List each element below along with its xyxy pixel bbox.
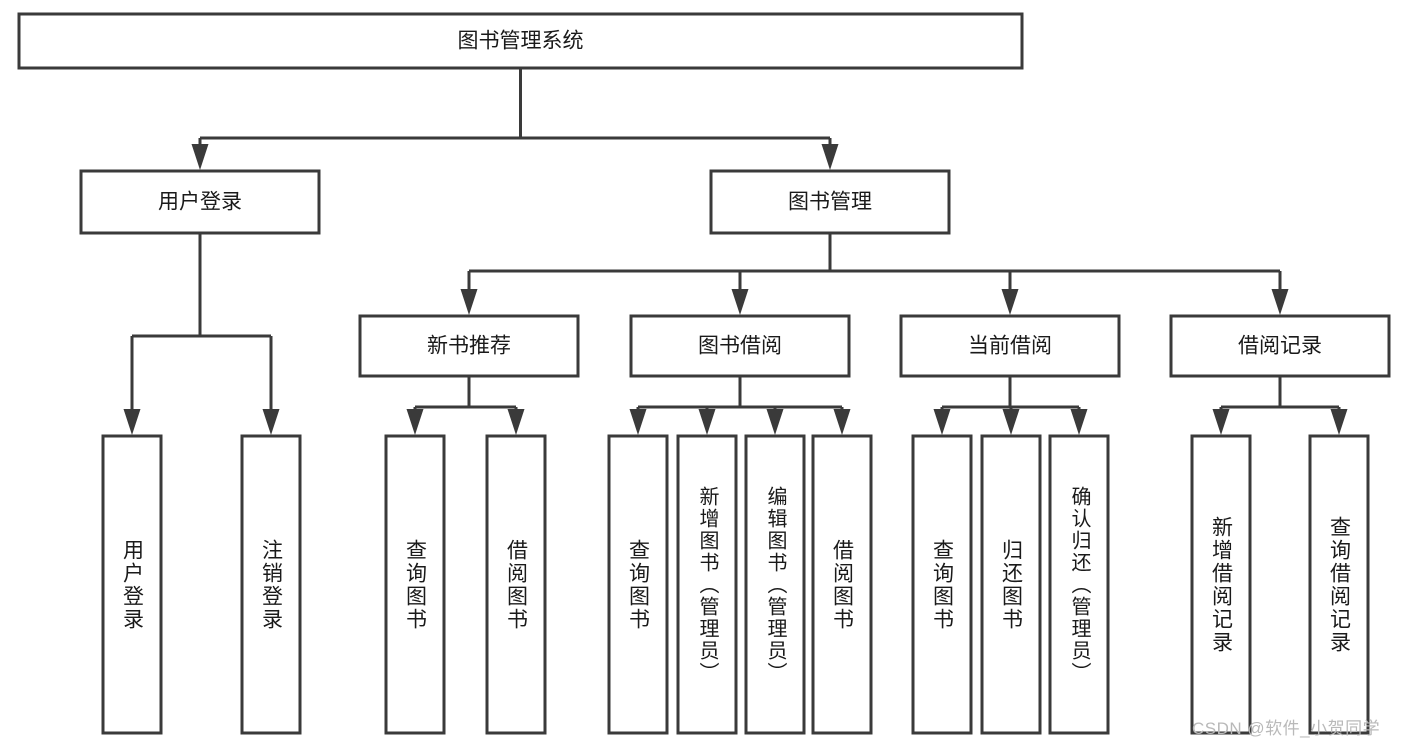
node-label-user-login: 用户登录 xyxy=(158,191,242,214)
arrow-head-icon xyxy=(1001,289,1019,315)
arrow-head-icon xyxy=(1271,289,1289,315)
arrow-head-icon xyxy=(629,409,647,435)
arrow-head-icon xyxy=(833,409,851,435)
node-label-borrow-record: 借阅记录 xyxy=(1238,335,1322,358)
node-label-book-manage: 图书管理 xyxy=(788,191,872,214)
node-box-leaf-add-book-admin[interactable] xyxy=(676,434,738,735)
arrow-head-icon xyxy=(933,409,951,435)
node-box-borrow-record[interactable] xyxy=(1169,314,1391,378)
node-box-user-login[interactable] xyxy=(79,169,321,235)
node-box-leaf-user-login[interactable] xyxy=(101,434,163,735)
arrow-head-icon xyxy=(698,409,716,435)
node-box-leaf-edit-book-admin[interactable] xyxy=(744,434,806,735)
node-box-leaf-query-book-3[interactable] xyxy=(911,434,973,735)
node-box-leaf-return-book[interactable] xyxy=(980,434,1042,735)
node-box-book-manage[interactable] xyxy=(709,169,951,235)
node-label-root: 图书管理系统 xyxy=(458,30,584,53)
arrow-head-icon xyxy=(1330,409,1348,435)
node-box-book-borrow[interactable] xyxy=(629,314,851,378)
node-box-leaf-borrow-book-1[interactable] xyxy=(485,434,547,735)
arrow-head-icon xyxy=(1070,409,1088,435)
node-box-leaf-confirm-return-admin[interactable] xyxy=(1048,434,1110,735)
arrow-head-icon xyxy=(123,409,141,435)
node-box-leaf-user-logout[interactable] xyxy=(240,434,302,735)
arrow-head-icon xyxy=(406,409,424,435)
node-label-new-book-recommend: 新书推荐 xyxy=(427,335,511,358)
arrow-head-icon xyxy=(191,144,209,170)
node-box-leaf-query-book-2[interactable] xyxy=(607,434,669,735)
arrow-head-icon xyxy=(766,409,784,435)
node-box-leaf-query-book-1[interactable] xyxy=(384,434,446,735)
node-box-root[interactable] xyxy=(17,12,1024,70)
node-box-leaf-add-borrow-record[interactable] xyxy=(1190,434,1252,735)
arrow-head-icon xyxy=(821,144,839,170)
node-box-leaf-query-borrow-record[interactable] xyxy=(1308,434,1370,735)
arrow-head-icon xyxy=(507,409,525,435)
node-box-new-book-recommend[interactable] xyxy=(358,314,580,378)
arrow-head-icon xyxy=(1212,409,1230,435)
node-box-current-borrow[interactable] xyxy=(899,314,1121,378)
node-box-leaf-borrow-book-2[interactable] xyxy=(811,434,873,735)
arrow-head-icon xyxy=(262,409,280,435)
node-label-current-borrow: 当前借阅 xyxy=(968,335,1052,358)
node-label-book-borrow: 图书借阅 xyxy=(698,335,782,358)
arrow-head-icon xyxy=(731,289,749,315)
arrow-head-icon xyxy=(460,289,478,315)
connectors-layer xyxy=(123,68,1348,435)
watermark-text: CSDN @软件_小贺同学 xyxy=(1192,719,1381,738)
boxes-layer xyxy=(17,12,1391,735)
arrow-head-icon xyxy=(1002,409,1020,435)
